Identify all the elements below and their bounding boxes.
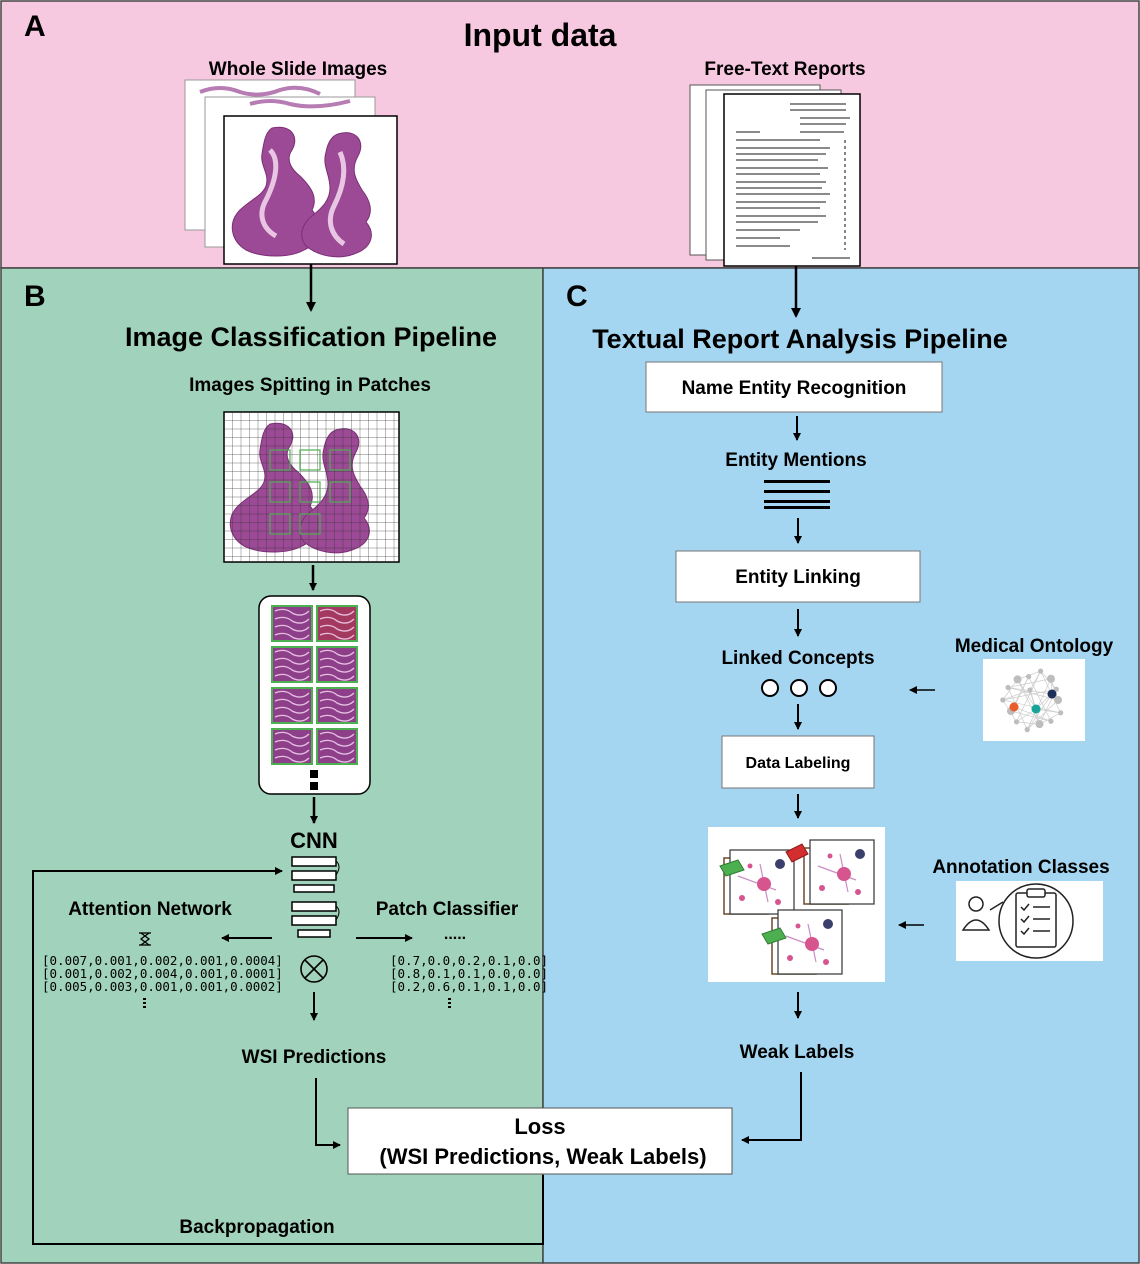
- ner-box: [645, 361, 943, 413]
- linked-concepts-label: Linked Concepts: [721, 648, 874, 669]
- mentions-lines-icon: [764, 480, 830, 509]
- backprop-loop-line: [32, 867, 544, 1245]
- entity-linking-box: [675, 550, 921, 603]
- concept-circles-icon: [761, 679, 837, 697]
- reports-label: Free-Text Reports: [704, 59, 865, 80]
- wsi-stack: [184, 79, 398, 265]
- weak-labels-label: Weak Labels: [740, 1042, 855, 1063]
- attention-matrix: [0.007,0.001,0.002,0.001,0.0004] [0.001,…: [42, 953, 283, 994]
- attention-more-icon: [143, 998, 146, 1008]
- classifier-matrix: [0.7,0.0,0.2,0.1,0.0] [0.8,0.1,0.1,0.0,0…: [390, 953, 548, 994]
- attention-row: [0.001,0.002,0.004,0.001,0.0001]: [42, 966, 283, 981]
- panel-c-title: Textual Report Analysis Pipeline: [592, 324, 1008, 354]
- patch-stack: [258, 595, 371, 795]
- multiply-icon: [300, 955, 328, 983]
- patch-grid-lines: [224, 412, 399, 562]
- attention-row: [0.005,0.003,0.001,0.001,0.0002]: [42, 979, 283, 994]
- wsi-label: Whole Slide Images: [209, 59, 387, 80]
- panel-a-title: Input data: [464, 17, 617, 53]
- classifier-row: [0.2,0.6,0.1,0.1,0.0]: [390, 979, 548, 994]
- attention-network-label: Attention Network: [68, 899, 232, 920]
- backprop-label: Backpropagation: [179, 1217, 334, 1238]
- ontology-graph-icon: [1000, 668, 1064, 733]
- classifier-row: [0.8,0.1,0.1,0.0,0.0]: [390, 966, 548, 981]
- arrow-predictions-to-loss: [315, 1078, 341, 1149]
- ner-label: Name Entity Recognition: [682, 378, 907, 399]
- patch-classifier-label: Patch Classifier: [376, 899, 519, 920]
- loss-arguments: (WSI Predictions, Weak Labels): [379, 1144, 706, 1169]
- report-main-page: [723, 93, 861, 267]
- annotation-classes-label: Annotation Classes: [932, 857, 1109, 878]
- patch-tiles: [271, 605, 358, 765]
- entity-mentions-label: Entity Mentions: [725, 450, 866, 471]
- panel-b-title: Image Classification Pipeline: [125, 322, 497, 352]
- attention-row: [0.007,0.001,0.002,0.001,0.0004]: [42, 953, 283, 968]
- data-labeling-box: [721, 735, 875, 789]
- clipboard-checklist-icon: [961, 883, 1074, 959]
- loss-title: Loss: [514, 1114, 565, 1139]
- cnn-label: CNN: [290, 828, 338, 853]
- labeled-documents-illustration: [708, 827, 885, 982]
- patch-grid-slide: [223, 411, 400, 563]
- arrow-weak-labels-to-loss: [741, 1072, 802, 1144]
- classifier-dots: .....: [444, 926, 466, 943]
- reports-stack: [689, 84, 861, 267]
- ontology-graph-box: [983, 659, 1085, 741]
- classifier-row: [0.7,0.0,0.2,0.1,0.0]: [390, 953, 548, 968]
- wsi-predictions-label: WSI Predictions: [242, 1047, 387, 1068]
- patches-label: Images Spitting in Patches: [189, 375, 431, 396]
- cnn-layers-icon: [291, 856, 337, 938]
- classifier-more-icon: [448, 998, 451, 1008]
- entity-linking-label: Entity Linking: [735, 567, 861, 588]
- data-labeling-label: Data Labeling: [746, 755, 851, 772]
- panel-a-letter: A: [24, 10, 46, 43]
- panel-c-letter: C: [566, 280, 588, 313]
- panel-b-letter: B: [24, 280, 46, 313]
- medical-ontology-label: Medical Ontology: [955, 636, 1114, 657]
- hourglass-icon: [139, 932, 151, 946]
- loss-box: [347, 1107, 733, 1175]
